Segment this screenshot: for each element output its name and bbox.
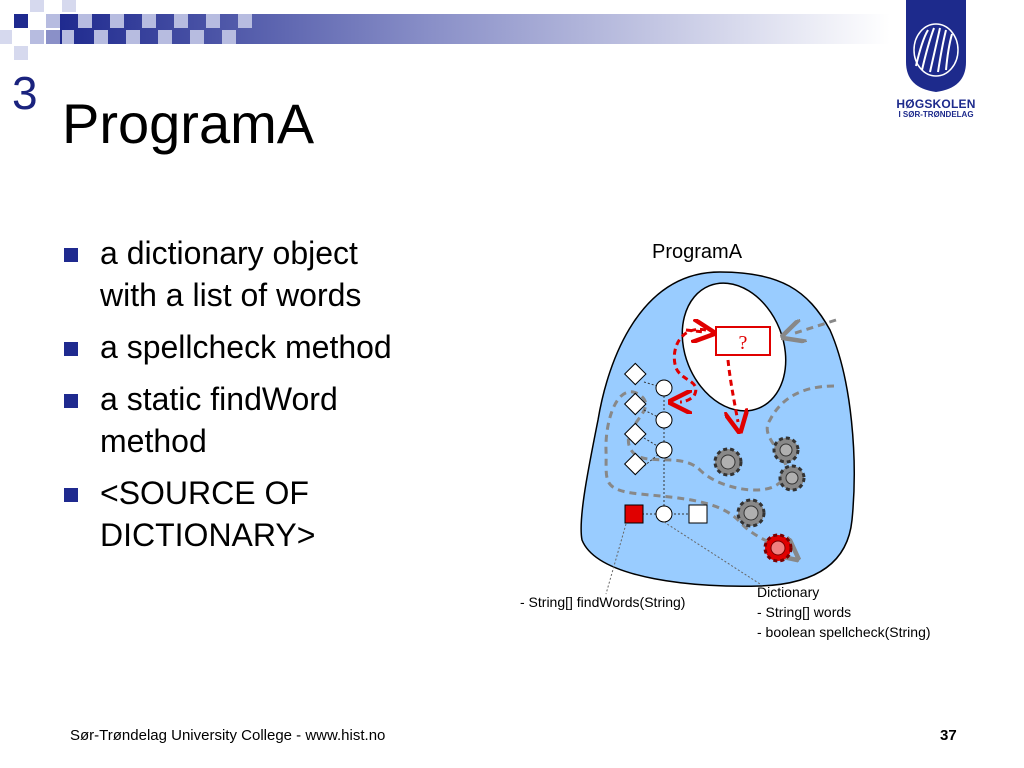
- bullet-square-icon: [64, 394, 78, 408]
- object-circles: [655, 379, 673, 523]
- red-arrow-down: [728, 359, 738, 422]
- bullet-text: a dictionary object: [100, 235, 358, 271]
- red-arrow-top: [685, 330, 704, 332]
- header-decoration: [0, 0, 890, 60]
- dictionary-label-line: - String[] words: [757, 604, 852, 620]
- gear-icon: [772, 436, 800, 464]
- findwords-label: - String[] findWords(String): [520, 594, 686, 610]
- bullet-text: with a list of words: [100, 277, 362, 313]
- bullet-text: method: [100, 423, 207, 459]
- question-mark: ?: [739, 332, 748, 354]
- dictionary-label-line: Dictionary: [757, 584, 820, 600]
- dictionary-label: Dictionary - String[] words - boolean sp…: [757, 582, 931, 642]
- bullet-text: <SOURCE OF: [100, 475, 309, 511]
- college-logo: [904, 0, 968, 92]
- bullet-square-icon: [64, 248, 78, 262]
- bullet-square-icon: [64, 488, 78, 502]
- bullet-text: a static findWord: [100, 381, 338, 417]
- dictionary-label-line: - boolean spellcheck(String): [757, 624, 931, 640]
- bullet-item: a dictionary object with a list of words: [64, 232, 494, 316]
- logo-text-line2: I SØR-TRØNDELAG: [898, 110, 974, 119]
- red-arrow-left: [674, 327, 707, 402]
- bullet-item: a spellcheck method: [64, 326, 494, 368]
- red-gear-icon: [763, 533, 793, 563]
- bullet-text: a spellcheck method: [100, 329, 392, 365]
- gear-icon: [736, 498, 766, 528]
- white-square-node: [688, 504, 708, 524]
- footer-text: Sør-Trøndelag University College - www.h…: [70, 727, 386, 744]
- gear-icon: [713, 447, 743, 477]
- bullet-item: <SOURCE OF DICTIONARY>: [64, 472, 494, 556]
- slide-number: 3: [12, 67, 38, 119]
- gear-icon: [778, 464, 806, 492]
- program-diagram: ?: [580, 271, 855, 595]
- bullet-text: DICTIONARY>: [100, 517, 316, 553]
- method-diamonds: [623, 362, 647, 476]
- question-box: [715, 326, 771, 356]
- slide-title: ProgramA: [62, 92, 315, 155]
- logo-text-line1: HØGSKOLEN: [896, 97, 976, 111]
- leader-line-findwords: [605, 523, 627, 595]
- leader-line-dictionary: [663, 521, 761, 585]
- execution-path: [604, 384, 835, 553]
- red-square-node: [624, 504, 644, 524]
- bullet-item: a static findWord method: [64, 378, 494, 462]
- diagram-title: ProgramA: [652, 241, 743, 263]
- page-number: 37: [940, 727, 957, 744]
- bullet-list: a dictionary object with a list of words…: [64, 232, 494, 566]
- bullet-square-icon: [64, 342, 78, 356]
- incoming-arrow: [792, 318, 837, 334]
